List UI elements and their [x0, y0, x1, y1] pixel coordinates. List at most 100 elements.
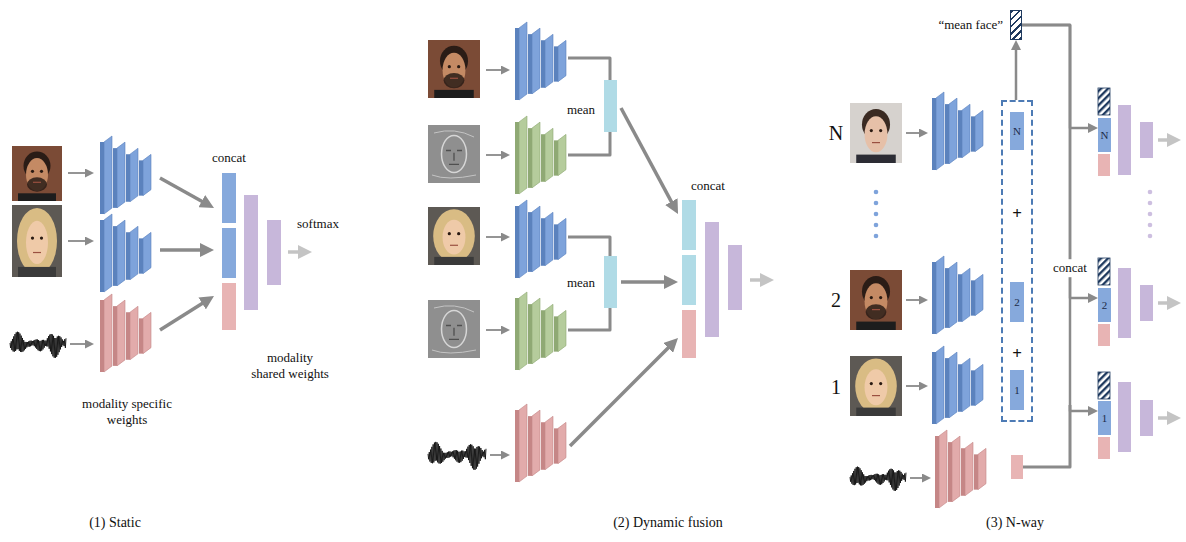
ellipsis-dot	[1148, 223, 1153, 228]
features	[446, 326, 462, 340]
cnn-layer-face	[113, 148, 117, 208]
face	[865, 369, 888, 405]
cnn-layer	[532, 122, 540, 188]
cnn-stack	[100, 294, 151, 372]
cnn-layer	[978, 448, 986, 489]
flow-arrow	[570, 344, 672, 446]
cnn-layer	[130, 148, 138, 202]
feature-vector: 2	[1010, 282, 1024, 322]
cnn-stack	[932, 256, 983, 334]
photo-ground	[850, 356, 902, 416]
flow-arrow	[1158, 138, 1173, 142]
text-holder: +	[1012, 344, 1022, 364]
flow-arrow	[160, 248, 206, 252]
cnn-layer	[936, 92, 944, 170]
index-number: N	[1101, 129, 1109, 141]
cnn-layer-face	[515, 206, 519, 278]
cnn-layer	[545, 34, 553, 88]
cnn-layer	[939, 430, 947, 508]
cnn-layer	[558, 134, 566, 175]
cnn-layer-face	[971, 370, 975, 405]
text-holder: N	[1101, 130, 1109, 141]
eye	[457, 65, 460, 68]
cnn-layer-face	[961, 448, 965, 496]
vector-name: “mean face”	[938, 17, 1003, 32]
cnn-stack	[935, 430, 986, 508]
cnn-layer-face	[541, 310, 545, 358]
cnn-layer-face	[935, 436, 939, 508]
audio-vector	[1098, 437, 1110, 459]
edge-map-photo	[428, 300, 480, 358]
photo-ground	[428, 125, 480, 183]
subfigure-caption: (3) N-way	[986, 515, 1044, 530]
text-holder: “mean face”	[938, 17, 1003, 33]
cnn-layer	[104, 214, 112, 292]
cnn-layer	[965, 442, 973, 496]
fc-layer	[244, 195, 258, 310]
edge-map-photo	[428, 125, 480, 183]
label-holder: concat	[691, 178, 725, 194]
photo-ground	[428, 207, 480, 265]
cnn-layer-face	[100, 300, 104, 372]
wire	[568, 132, 610, 155]
audio-vector	[682, 310, 696, 358]
feature-vector	[682, 255, 696, 305]
cnn-layer-face	[554, 428, 558, 463]
cnn-stack	[100, 136, 151, 214]
cnn-layer	[949, 98, 957, 164]
flow-arrow	[1158, 416, 1173, 420]
cnn-layer	[130, 306, 138, 360]
wire	[1023, 405, 1070, 467]
index-number: 1	[1102, 412, 1108, 424]
flow-arrow	[906, 299, 923, 301]
hair	[433, 209, 475, 262]
face-photo	[428, 207, 480, 265]
fc-layer	[1118, 268, 1131, 338]
label-holder: N	[829, 121, 843, 145]
cnn-layer	[558, 422, 566, 463]
beard	[444, 73, 465, 88]
shoulders	[18, 193, 56, 201]
cnn-stack	[515, 116, 566, 194]
face-photo	[850, 103, 902, 163]
shoulders	[856, 155, 896, 163]
sum-group: ++N21	[1001, 100, 1033, 422]
cnn-layer-face	[528, 212, 532, 272]
cnn-layer	[532, 410, 540, 476]
wire	[568, 237, 610, 256]
cnn-stack	[932, 92, 983, 170]
mean-face-vector	[1098, 88, 1110, 115]
eye	[870, 296, 873, 299]
index-number: N	[829, 122, 843, 144]
mouth	[33, 252, 41, 253]
cnn-layer-face	[958, 274, 962, 322]
cnn-layer	[545, 212, 553, 266]
cnn-layer-face	[541, 422, 545, 470]
operation-label: concat	[1053, 260, 1087, 275]
flow-arrow	[486, 69, 505, 71]
features	[446, 151, 462, 165]
cnn-layer-face	[554, 46, 558, 81]
index-number: 1	[1014, 384, 1020, 396]
cnn-layer-face	[554, 140, 558, 175]
feature-vector	[222, 173, 236, 223]
cnn-stack	[515, 292, 566, 370]
cnn-layer-face	[528, 416, 532, 476]
cnn-layer	[975, 274, 983, 315]
cnn-layer	[949, 262, 957, 328]
eye	[40, 237, 43, 240]
cnn-layer-face	[139, 238, 143, 273]
cnn-layer	[962, 358, 970, 412]
wire	[568, 308, 610, 330]
cnn-layer-face	[932, 352, 936, 424]
mouth	[450, 78, 458, 79]
cnn-layer-face	[945, 268, 949, 328]
cnn-layer	[532, 28, 540, 94]
ellipsis-dot	[1148, 212, 1153, 217]
cnn-layer-face	[958, 364, 962, 412]
mean-face-vector: “mean face”	[1010, 10, 1022, 40]
cnn-layer-face	[113, 226, 117, 286]
